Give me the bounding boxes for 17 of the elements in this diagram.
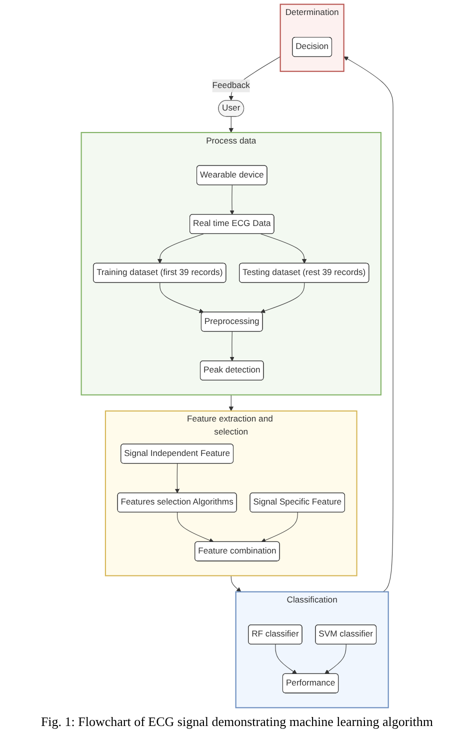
arrow xyxy=(230,184,234,215)
arrow xyxy=(159,282,204,314)
arrow xyxy=(176,512,214,542)
arrow xyxy=(274,644,297,674)
arrow xyxy=(228,116,234,133)
arrow xyxy=(174,463,180,494)
figure-caption: Fig. 1: Flowchart of ECG signal demonstrating machine learning algorithm xyxy=(40,713,434,731)
arrow xyxy=(324,644,346,674)
arrow xyxy=(260,234,306,264)
arrow xyxy=(343,56,394,592)
arrow xyxy=(157,234,204,264)
arrow xyxy=(228,394,234,412)
arrow xyxy=(260,282,304,314)
arrow xyxy=(230,331,234,362)
edge-label: Feedback xyxy=(212,81,250,90)
arrow xyxy=(260,512,298,542)
arrow xyxy=(230,575,242,592)
